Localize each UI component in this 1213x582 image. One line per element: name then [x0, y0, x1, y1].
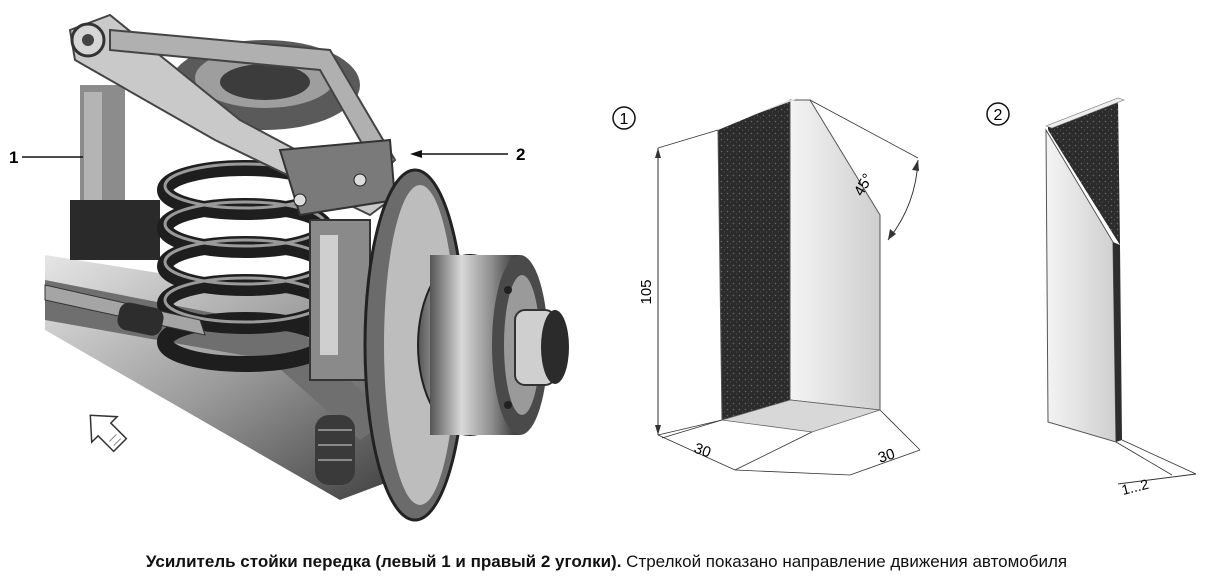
ball-joint-boot: [315, 415, 355, 485]
suspension-illustration: [44, 13, 569, 522]
steering-knuckle: [309, 219, 371, 381]
dim-flange-30-left: 30: [692, 440, 713, 462]
bracket-1-inner-face: [718, 100, 790, 420]
figure-caption: Усилитель стойки передка (левый 1 и прав…: [0, 552, 1213, 572]
caption-normal: Стрелкой показано направление движения а…: [621, 552, 1068, 571]
angle-bracket-1-drawing: 1 105 45° 30 30: [612, 98, 921, 476]
marker-circle-1: [612, 106, 636, 130]
marker-circle-2: [986, 102, 1010, 126]
callout-label-2: 2: [516, 145, 525, 164]
callout-arrowhead-2: [410, 150, 422, 158]
marker-label-1: 1: [620, 111, 629, 128]
caption-bold: Усилитель стойки передка (левый 1 и прав…: [145, 552, 622, 571]
tie-rod-boot: [117, 302, 164, 336]
dim-height-105: 105: [638, 279, 655, 304]
dim-flange-30-right: 30: [876, 445, 897, 466]
direction-arrow-icon: [89, 414, 128, 453]
callout-label-1: 1: [9, 148, 18, 167]
angle-bracket-2-drawing: 2 1...2: [986, 97, 1197, 498]
dim-gap-1-2: 1...2: [1120, 476, 1151, 498]
dim-angle-arc: [887, 159, 919, 241]
bracket-1-outer-face: [789, 99, 881, 411]
marker-label-2: 2: [994, 107, 1003, 124]
bracket-2-inner-face: [1048, 98, 1120, 245]
